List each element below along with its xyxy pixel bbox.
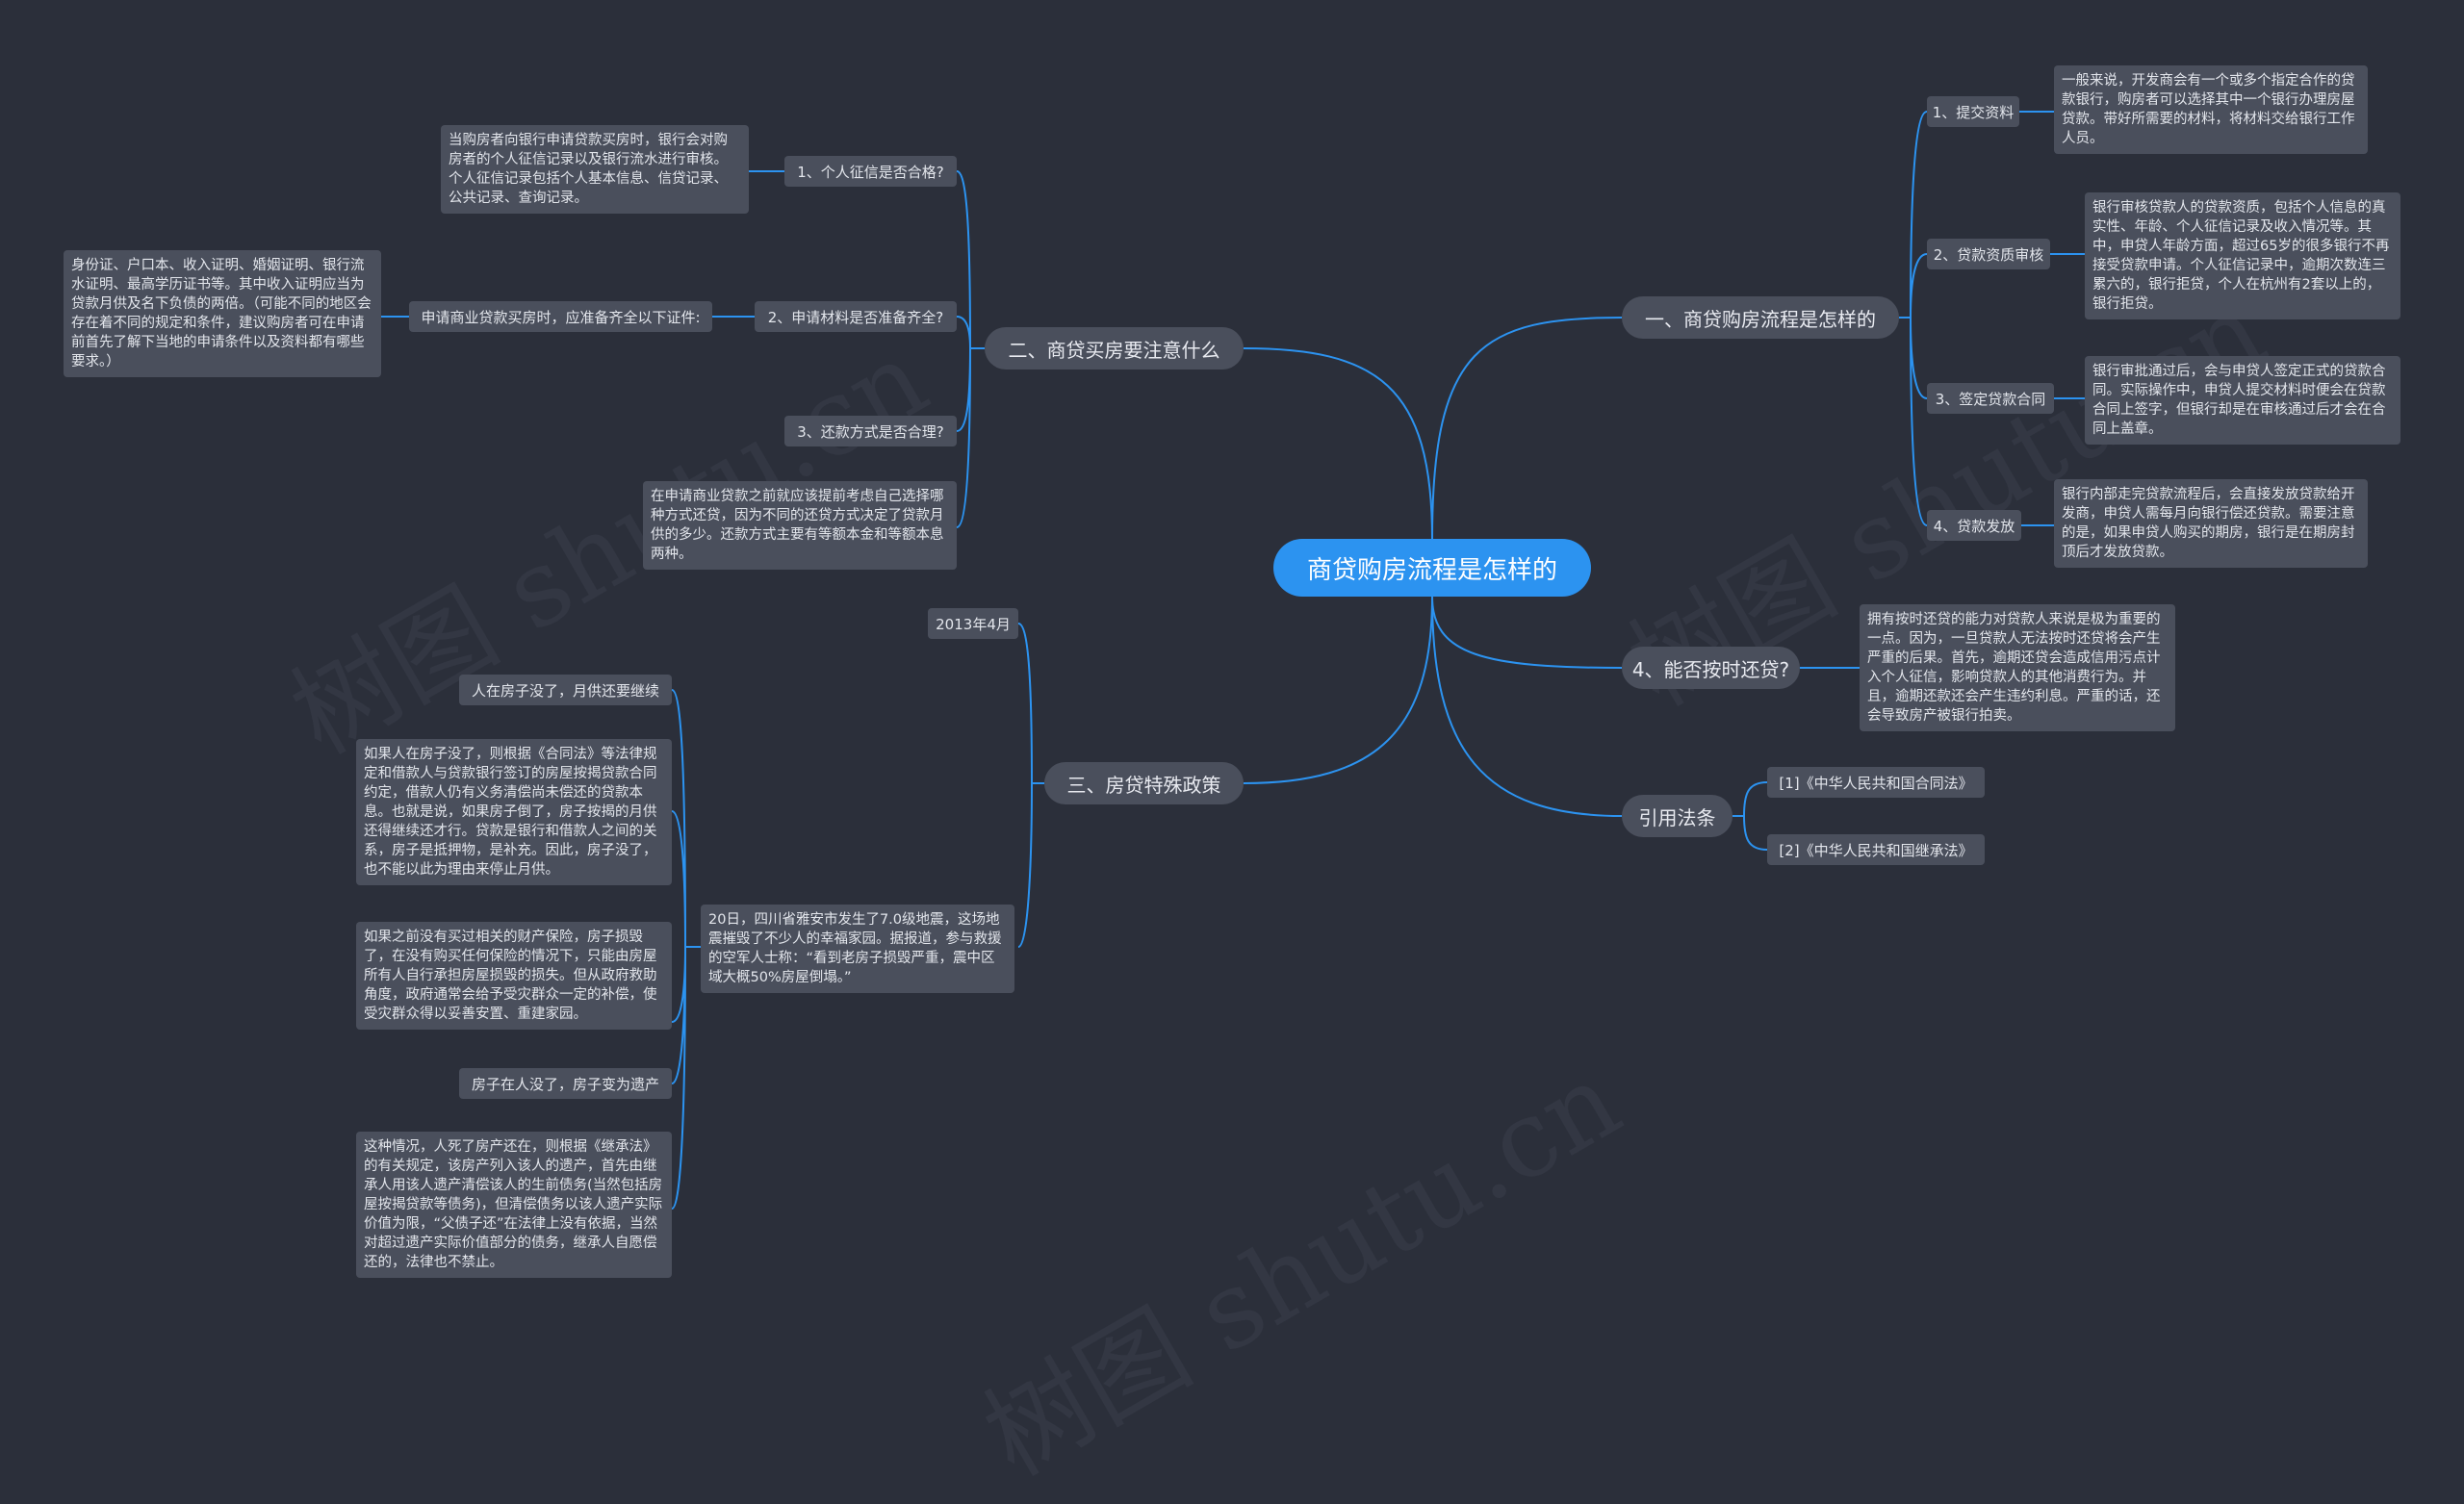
policy-house-gone-text: 如果人在房子没了，则根据《合同法》等法律规定和借款人与贷款银行签订的房屋按揭贷款… [356,739,672,885]
law-inheritance-law[interactable]: [2]《中华人民共和国继承法》 [1767,834,1985,865]
link-root-b1 [1431,317,1623,540]
link-root-b3 [1243,596,1433,784]
repayment-method-text: 在申请商业贷款之前就应该提前考虑自己选择哪种方式还贷，因为不同的还贷方式决定了贷… [643,481,957,570]
date-label[interactable]: 2013年4月 [928,608,1018,639]
branch-repay-on-time[interactable]: 4、能否按时还贷? [1622,647,1800,689]
step-sign-contract-text: 银行审批通过后，会与申贷人签定正式的贷款合同。实际操作中，申贷人提交材料时便会在… [2085,356,2400,445]
question-repayment-method[interactable]: 3、还款方式是否合理? [784,416,957,446]
branch-special-policy[interactable]: 三、房贷特殊政策 [1044,762,1244,804]
repay-on-time-text: 拥有按时还贷的能力对贷款人来说是极为重要的一点。因为，一旦贷款人无法按时还贷将会… [1860,604,2175,731]
step-qualification-review[interactable]: 2、贷款资质审核 [1927,239,2050,269]
credit-record-text: 当购房者向银行申请贷款买房时，银行会对购房者的个人征信记录以及银行流水进行审核。… [441,125,749,214]
step-sign-contract[interactable]: 3、签定贷款合同 [1927,383,2054,414]
root-topic[interactable]: 商贷购房流程是怎样的 [1273,539,1591,597]
policy-person-gone[interactable]: 房子在人没了，房子变为遗产 [459,1068,672,1099]
step-submit-materials[interactable]: 1、提交资料 [1927,96,2019,127]
question-credit-record[interactable]: 1、个人征信是否合格? [784,156,957,187]
law-contract-law[interactable]: [1]《中华人民共和国合同法》 [1767,767,1985,798]
link-root-b5 [1431,596,1623,817]
link-b3-bracket [1017,623,1044,948]
link-b1-bracket [1899,111,1928,526]
required-documents-label[interactable]: 申请商业贷款买房时，应准备齐全以下证件: [409,301,712,332]
policy-insurance-text: 如果之前没有买过相关的财产保险，房子损毁了，在没有购买任何保险的情况下，只能由房… [356,922,672,1030]
branch-loan-process[interactable]: 一、商贷购房流程是怎样的 [1622,296,1899,339]
required-documents-text: 身份证、户口本、收入证明、婚姻证明、银行流水证明、最高学历证书等。其中收入证明应… [64,250,381,377]
link-root-b4 [1431,596,1623,669]
policy-inheritance-text: 这种情况，人死了房产还在，则根据《继承法》的有关规定，该房产列入该人的遗产，首先… [356,1132,672,1278]
step-loan-disbursement[interactable]: 4、贷款发放 [1927,510,2021,541]
link-event-items [671,689,701,1210]
mindmap-connectors [381,111,2085,1210]
step-submit-materials-text: 一般来说，开发商会有一个或多个指定合作的贷款银行，购房者可以选择其中一个银行办理… [2054,65,2368,154]
earthquake-event-text: 20日，四川省雅安市发生了7.0级地震，这场地震摧毁了不少人的幸福家园。据报道，… [701,905,1014,993]
step-qualification-review-text: 银行审核贷款人的贷款资质，包括个人信息的真实性、年龄、个人征信记录及收入情况等。… [2085,192,2400,319]
question-materials-ready[interactable]: 2、申请材料是否准备齐全? [755,301,957,332]
branch-loan-cautions[interactable]: 二、商贷买房要注意什么 [985,327,1244,370]
step-loan-disbursement-text: 银行内部走完贷款流程后，会直接发放贷款给开发商，申贷人需每月向银行偿还贷款。需要… [2054,479,2368,568]
link-b2-bracket [956,170,985,528]
link-b5-items [1732,781,1768,851]
link-root-b2 [1243,347,1433,540]
branch-cited-laws[interactable]: 引用法条 [1622,795,1732,837]
policy-house-gone[interactable]: 人在房子没了，月供还要继续 [459,675,672,705]
